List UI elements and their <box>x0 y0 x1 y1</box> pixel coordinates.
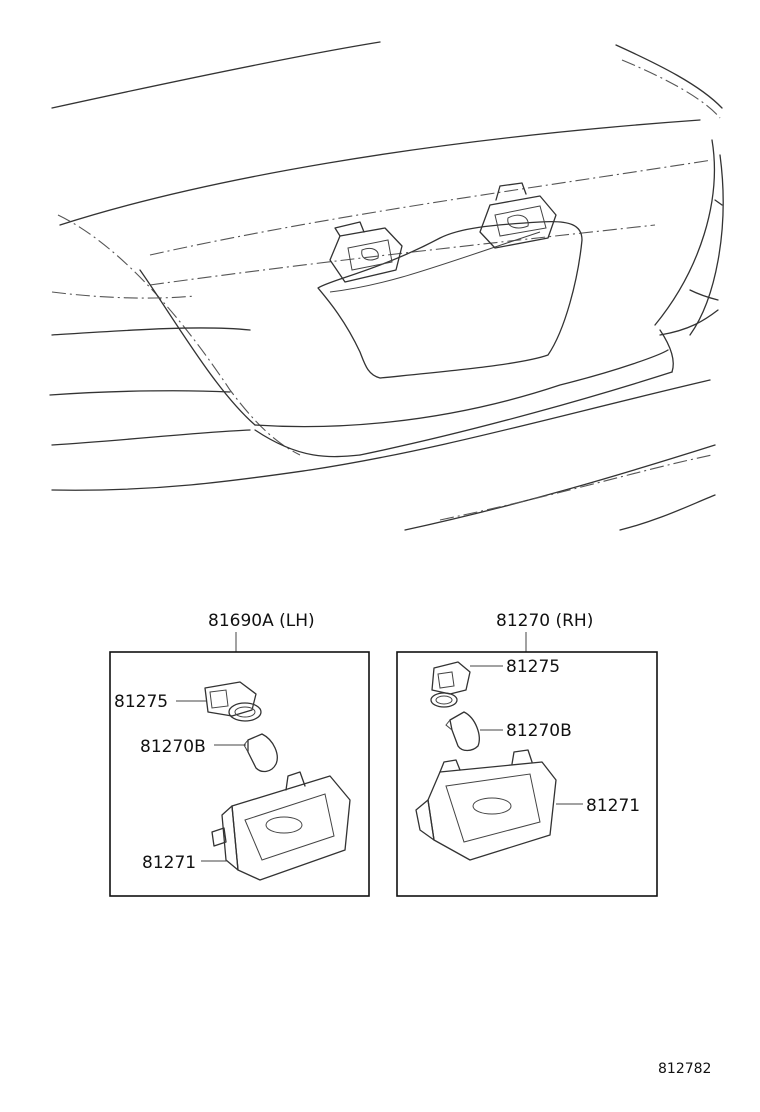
right-label-81270B: 81270B <box>506 721 572 741</box>
lamp-on-car-right <box>479 182 557 249</box>
left-assembly-title: 81690A (LH) <box>208 611 315 631</box>
socket-right <box>430 661 471 708</box>
left-label-81270B: 81270B <box>140 737 206 757</box>
lamp-on-car-left <box>329 221 403 283</box>
left-label-81275: 81275 <box>114 692 168 712</box>
right-label-81275: 81275 <box>506 657 560 677</box>
figure-id: 812782 <box>658 1061 711 1077</box>
left-assembly: 81690A (LH) 81275 81270B 81271 <box>109 611 370 897</box>
left-label-81271: 81271 <box>142 853 196 873</box>
trunk-illustration <box>49 41 724 531</box>
right-assembly-title: 81270 (RH) <box>496 611 593 631</box>
housing-right <box>415 749 557 861</box>
right-label-81271: 81271 <box>586 796 640 816</box>
right-assembly-frame <box>396 651 658 897</box>
right-assembly: 81270 (RH) 81275 81270B 81271 <box>396 611 658 897</box>
socket-left <box>204 681 262 722</box>
housing-left <box>211 771 351 881</box>
bulb-left <box>243 733 278 773</box>
left-assembly-frame <box>109 651 370 897</box>
bulb-right <box>445 711 480 752</box>
